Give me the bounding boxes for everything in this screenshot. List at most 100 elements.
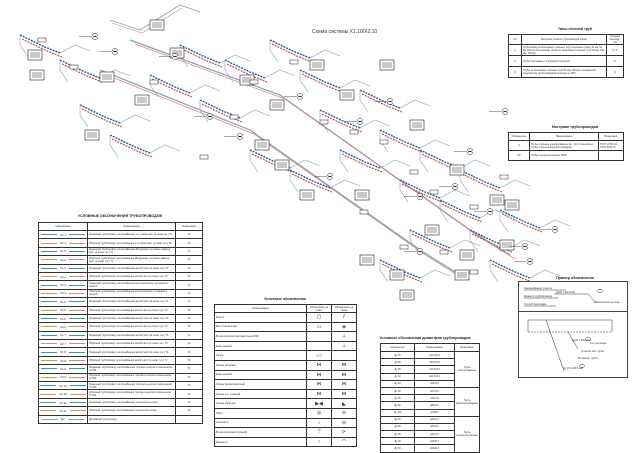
branch-riser-3 (109, 135, 119, 158)
name-cell: ø42.3x3.2 (414, 372, 455, 381)
line-sample-cell: Х1.8 (38, 347, 88, 357)
branch-supply-15 (379, 129, 421, 149)
diameters-table: Обозначение Наименование Примечание Ду 1… (379, 343, 480, 453)
heater-icon (237, 133, 243, 137)
branch-return-12 (291, 173, 333, 193)
header-name: Наименование (214, 304, 307, 313)
heater-icon (417, 193, 423, 197)
line-code: Х2.5 (59, 308, 66, 313)
name-cell: Подающий трубопровод теплоснабжения торг… (86, 364, 177, 374)
table-row: Клапан обратный▶◀◣ (214, 398, 357, 409)
branch-supply-14 (359, 89, 401, 109)
line-sample (69, 259, 85, 261)
heater-icon (357, 118, 363, 122)
line-code: Х2.8 (59, 358, 66, 363)
pipe-line (587, 293, 597, 304)
branch-supply-6 (199, 99, 241, 119)
line-sample-cell: Х2.1 (38, 238, 88, 248)
line-sample (40, 301, 57, 303)
valve-tag-17 (359, 209, 369, 215)
header-note: Примечание (175, 222, 203, 231)
name-cell: Подающий трубопровод теплоснабжения жило… (86, 263, 177, 273)
valve-tag-14 (439, 249, 449, 255)
branch-return-19 (461, 173, 503, 193)
table-row: Х2.4 Обратный трубопровод теплоснабжения … (38, 288, 203, 299)
group-note-cell: Трубы электросварные (454, 351, 480, 388)
code-cell: Ду 32 (379, 372, 416, 381)
code-cell: Ду 65 (379, 394, 416, 403)
label-elevation: Отметка оси трубы (581, 349, 604, 353)
note-cell: Т1 (175, 397, 203, 408)
heater-icon (522, 243, 528, 247)
branch-return-2 (81, 108, 123, 128)
line-sample-cell: Х1.6 (38, 313, 88, 324)
line-code: Х1.8 (59, 350, 66, 355)
line-code: Х2.4 (59, 291, 66, 296)
insulation-cell: 9 (606, 66, 624, 78)
name-cell: ø48x3.5 (414, 379, 455, 388)
line-code: Х1.5 (59, 299, 66, 304)
table-row: Опора○○ (214, 350, 357, 361)
header-code: Обозначение (379, 343, 416, 352)
branch-return-23 (501, 213, 543, 233)
table-row: Клапан запорный⋈⋈ (214, 359, 357, 371)
branch-connector-24 (529, 269, 561, 279)
heater-icon (452, 183, 458, 187)
table-row: Х1.8 Подающий трубопровод теплоснабжения … (38, 347, 203, 357)
branch-connector-23 (539, 219, 571, 229)
line-sample-cell: Х2.2 (38, 255, 88, 265)
table-row: Клапан (п.н. сливной)⋈⋈ (214, 388, 357, 400)
branch-connector-18 (479, 209, 511, 219)
name-cell: Обратный трубопровод теплоснабжения вент… (86, 288, 177, 299)
code-cell: Ду 80 (379, 401, 416, 410)
line-sample (69, 309, 85, 311)
branch-riser-17 (419, 150, 429, 173)
heater-icon (92, 33, 98, 37)
heater-icon (527, 261, 533, 265)
table-row: Х2.11 Обратный трубопровод теплоснабжения… (38, 406, 203, 416)
note-cell: Т1 (175, 330, 203, 341)
name-cell: ø32x5.4 (414, 430, 455, 439)
line-sample-cell: Х2.11 (38, 406, 88, 416)
branch-return-14 (361, 93, 403, 113)
table-row: Насос◎⊖ (214, 407, 357, 419)
note-cell: Т1 (175, 381, 203, 391)
branch-riser-9 (269, 40, 279, 63)
scheme-symbol-icon: ⋈ (331, 379, 357, 390)
valve-tag-6 (289, 59, 299, 65)
heater-icon (552, 229, 558, 233)
line-sample (40, 393, 56, 395)
line-sample (69, 292, 85, 294)
name-cell: Подающий трубопровод теплоснабжения жило… (86, 347, 177, 357)
branch-connector-6 (239, 109, 271, 119)
line-sample (40, 385, 56, 387)
desc-cell: Трубопровод из бесшовных стальных труб (… (521, 44, 607, 56)
name-cell: Насос (214, 407, 307, 419)
branch-supply-20 (469, 229, 511, 249)
plan-symbol-icon (306, 340, 332, 352)
top-loop-supply (109, 4, 201, 31)
line-code: Х2.11 (59, 408, 67, 413)
line-sample (69, 326, 85, 328)
line-sample-cell: Х2.4 (38, 288, 88, 299)
header-insulation: Толщина изоляции, мм (606, 34, 624, 45)
name-cell: Подающий трубопровод теплоснабжения 1-го… (86, 229, 177, 240)
valve-tag-15 (399, 244, 409, 250)
branch-riser-7 (224, 60, 234, 83)
name-cell: Дренажный трубопровод (86, 414, 177, 425)
name-cell: Обратный трубопровод теплоснабжения техн… (86, 406, 177, 416)
line-sample (40, 402, 57, 403)
type-cell: 2 (508, 55, 522, 67)
note-cell: Т2 (175, 271, 203, 282)
